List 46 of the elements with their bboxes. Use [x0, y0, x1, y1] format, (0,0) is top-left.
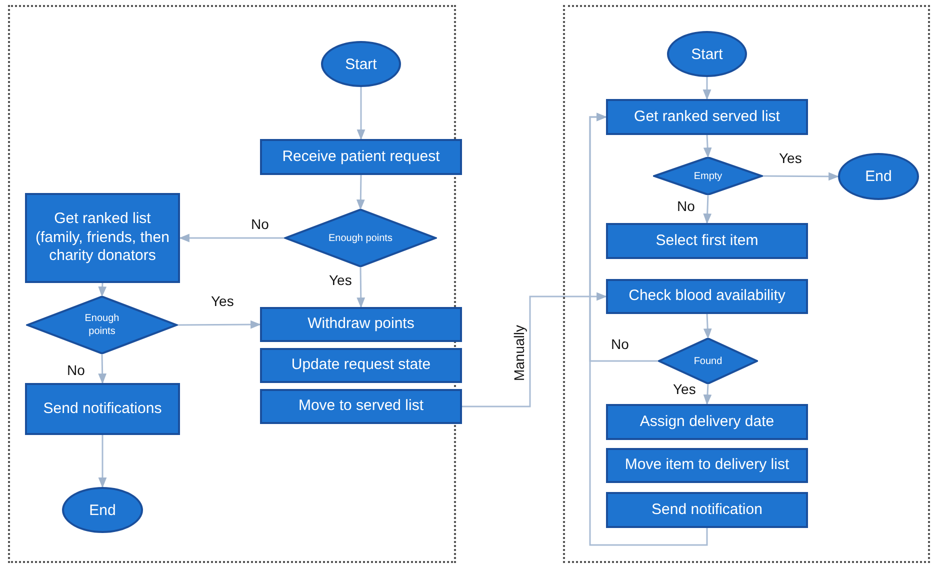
decision-diamond: Found	[658, 338, 758, 384]
edge-label: No	[610, 336, 630, 352]
arrow	[703, 194, 712, 224]
arrow	[763, 172, 840, 181]
dotted-panel	[563, 5, 930, 563]
arrow	[702, 77, 712, 100]
process-box: Move to served list	[260, 389, 462, 424]
edge-label: Manually	[511, 324, 528, 382]
arrow	[703, 134, 712, 158]
process-box: Select first item	[606, 223, 808, 259]
arrow	[356, 87, 366, 140]
terminal-ellipse: End	[62, 487, 143, 533]
process-box: Check blood availability	[606, 279, 808, 314]
arrow	[98, 435, 107, 488]
edge-label: Yes	[672, 381, 697, 397]
edge-label: Yes	[210, 293, 235, 309]
arrow	[356, 266, 366, 308]
decision-diamond: Enough points	[284, 209, 437, 267]
terminal-ellipse: Start	[321, 41, 401, 87]
process-box: Get ranked served list	[606, 99, 808, 135]
arrow	[462, 292, 608, 408]
arrow	[178, 234, 284, 242]
arrow	[703, 314, 712, 340]
arrow	[98, 282, 107, 298]
decision-diamond: Empty	[653, 157, 763, 195]
arrow	[356, 174, 365, 210]
arrow	[178, 320, 262, 329]
process-box: Receive patient request	[260, 139, 462, 175]
edge-label: No	[250, 216, 270, 232]
edge-label: No	[676, 198, 696, 214]
process-box: Move item to delivery list	[606, 448, 808, 483]
edge-label: Yes	[778, 150, 803, 166]
arrow	[98, 354, 107, 384]
process-box: Send notifications	[25, 383, 180, 435]
decision-diamond: Enough points	[26, 296, 178, 354]
terminal-ellipse: Start	[667, 31, 747, 77]
terminal-ellipse: End	[838, 153, 919, 200]
process-box: Assign delivery date	[606, 404, 808, 440]
edge-label: No	[66, 362, 86, 378]
process-box: Update request state	[260, 348, 462, 383]
process-box: Get ranked list (family, friends, then charity donators	[25, 193, 180, 283]
process-box: Send notification	[606, 492, 808, 528]
edge-label: Yes	[328, 272, 353, 288]
process-box: Withdraw points	[260, 307, 462, 342]
arrow	[703, 384, 712, 406]
arrow	[589, 112, 658, 362]
